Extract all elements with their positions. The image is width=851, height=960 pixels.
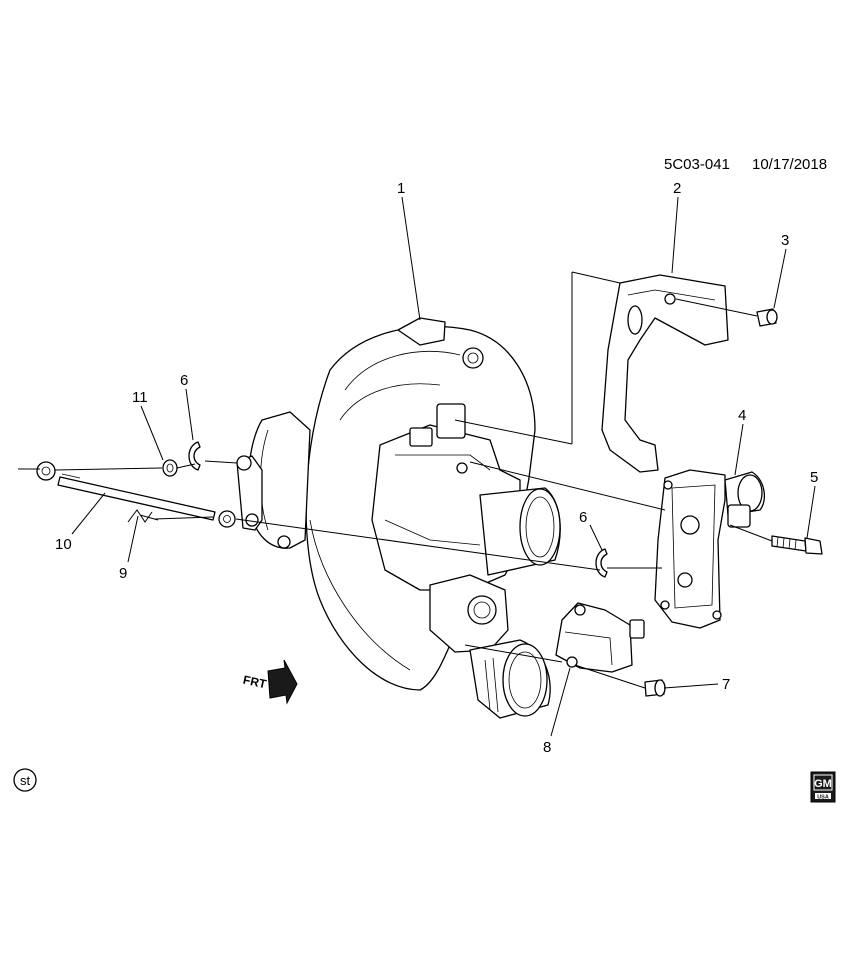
washer: [162, 459, 178, 477]
diagram-date: 10/17/2018: [752, 156, 827, 173]
frt-label: FRT: [242, 673, 268, 692]
bolt-5: [771, 535, 823, 555]
position-sensor: [555, 602, 645, 673]
spring-clip: [127, 509, 159, 523]
st-badge: st: [13, 768, 37, 792]
callout-9: 9: [119, 565, 127, 582]
callout-4: 4: [738, 407, 746, 424]
front-direction-indicator: FRT: [242, 659, 298, 705]
callout-2: 2: [673, 180, 681, 197]
callout-7: 7: [722, 676, 730, 693]
svg-text:USA: USA: [817, 795, 829, 801]
retainer-clip-upper: [188, 441, 201, 471]
callout-1: 1: [397, 180, 405, 197]
assembly-lines: [18, 271, 773, 689]
gm-logo: GM USA: [810, 771, 836, 803]
diagram-code: 5C03-041: [664, 156, 730, 173]
actuator-rod: [36, 461, 236, 528]
bolt-7: [644, 679, 666, 697]
callout-10: 10: [55, 536, 72, 553]
callout-3: 3: [781, 232, 789, 249]
callout-6-lower: 6: [579, 509, 587, 526]
callouts: 1 2 3 4 5 6 6 7 8 9 10 11: [55, 180, 818, 756]
st-badge-text: st: [20, 773, 31, 788]
bolt-3: [756, 308, 778, 327]
svg-text:GM: GM: [814, 778, 832, 790]
callout-11: 11: [132, 389, 148, 406]
callout-5: 5: [810, 469, 818, 486]
turbocharger: [236, 317, 561, 719]
actuator: [654, 469, 766, 629]
callout-8: 8: [543, 739, 551, 756]
retainer-clip-lower: [595, 548, 608, 578]
leader-lines: [71, 196, 816, 737]
bracket: [601, 274, 729, 473]
callout-6-upper: 6: [180, 372, 188, 389]
